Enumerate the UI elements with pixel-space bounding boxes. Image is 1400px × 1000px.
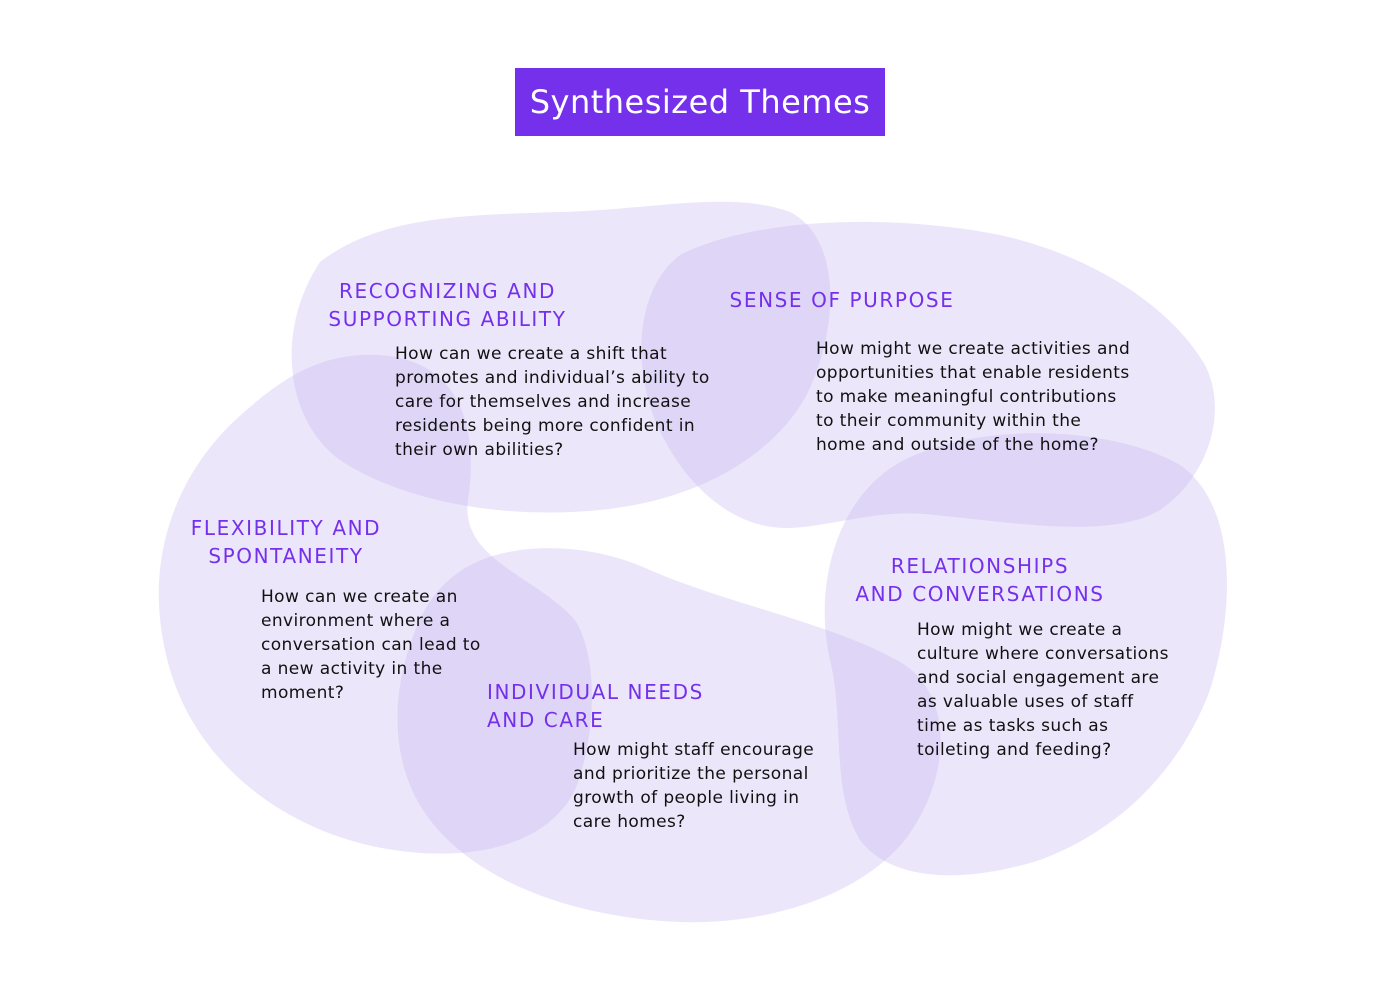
theme-heading-relationships: RELATIONSHIPS AND CONVERSATIONS [855, 554, 1105, 606]
theme-question-recognizing-ability: How can we create a shift that promotes … [395, 344, 710, 460]
theme-heading-sense-of-purpose: SENSE OF PURPOSE [729, 288, 955, 312]
theme-question-flexibility: How can we create an environment where a… [261, 587, 481, 703]
blob-flexibility [158, 354, 592, 854]
blob-individual-needs [397, 548, 941, 923]
theme-heading-recognizing-ability: RECOGNIZING AND SUPPORTING ABILITY [328, 279, 567, 331]
theme-heading-flexibility: FLEXIBILITY AND SPONTANEITY [190, 516, 382, 568]
blob-recognizing-ability [291, 201, 831, 513]
theme-question-sense-of-purpose: How might we create activities and oppor… [816, 339, 1131, 455]
blob-relationships [824, 433, 1227, 876]
theme-question-individual-needs: How might staff encourage and prioritize… [573, 740, 815, 832]
blob-sense-of-purpose [641, 221, 1215, 529]
theme-heading-individual-needs: INDIVIDUAL NEEDS AND CARE [487, 680, 704, 732]
page-title: Synthesized Themes [515, 68, 885, 136]
theme-question-relationships: How might we create a culture where conv… [917, 620, 1169, 760]
